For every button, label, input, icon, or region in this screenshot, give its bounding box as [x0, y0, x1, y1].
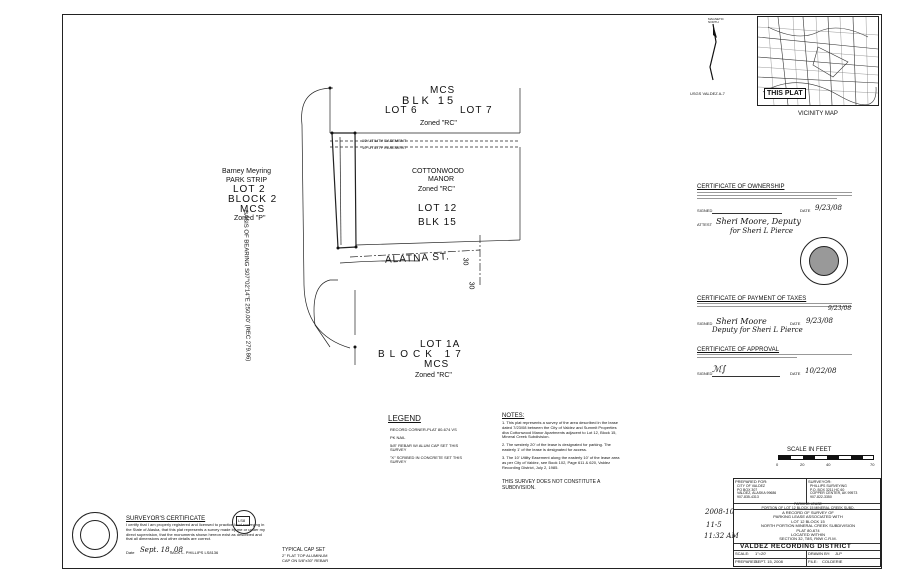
legend-title: LEGEND	[388, 414, 421, 423]
approval-title: CERTIFICATE OF APPROVAL	[697, 347, 780, 353]
file-label: FILE:	[808, 559, 818, 564]
prepared-label: PREPARED	[735, 559, 757, 564]
prepared-for: CITY OF VALDEZ PO BOX 307 VALDEZ, ALASKA…	[737, 484, 777, 499]
ownership-for: for Sheri L Pierce	[730, 227, 794, 235]
approval-signature: ℳ∫	[712, 365, 727, 375]
north-arrow-icon	[709, 23, 717, 81]
plan-text: PARKING LEASE PORTION OF LOT 12 BLOCK 15…	[761, 502, 855, 510]
scale-tick-1: 20	[800, 462, 805, 467]
approval-date: 10/22/08	[805, 367, 837, 375]
notes-title: NOTES:	[502, 413, 525, 419]
mcs-bottom-label: MCS	[424, 359, 450, 370]
taxes-title: CERTIFICATE OF PAYMENT OF TAXES	[697, 296, 807, 302]
surveyor-title: SURVEYOR'S CERTIFICATE	[126, 516, 206, 522]
ownership-title: CERTIFICATE OF OWNERSHIP	[697, 184, 785, 190]
lot2-label: LOT 2	[233, 184, 266, 195]
legend-item-1: RECORD CORNER-PLAT 80-674 VS	[390, 427, 457, 432]
vicinity-map-title: VICINITY MAP	[798, 111, 838, 117]
approval-date-label: DATE	[790, 371, 801, 376]
surveyor-seal	[72, 512, 118, 558]
ownership-date-label: DATE	[800, 208, 811, 213]
record-text: A RECORD OF SURVEY OF PARKING LEASE ASSO…	[761, 510, 855, 542]
title-block	[733, 478, 881, 567]
note-1: 1. This plat represents a survey of the …	[502, 420, 618, 440]
cap-sub-2: CAP ON 5/8"x30" REBAR	[282, 558, 329, 563]
vicinity-map-streets	[757, 16, 879, 106]
approval-signed-label: SIGNED	[697, 371, 713, 376]
recording-number: 2008-10	[705, 508, 735, 516]
zoned-p-label: Zoned "P"	[234, 215, 266, 222]
this-plat-label: THIS PLAT	[764, 88, 806, 99]
legend-item-2: PK NAIL	[390, 435, 406, 440]
blk15-label: BLK 15	[418, 217, 457, 228]
ownership-attest-label: ATTEST	[697, 222, 713, 227]
ownership-signed-label: SIGNED	[697, 208, 713, 213]
surveyor-date: Sept. 18, 08	[140, 546, 183, 554]
taxes-deputy: Deputy for Sheri L Pierce	[712, 326, 803, 334]
manor-label: MANOR	[428, 176, 455, 183]
surveyor-name: JACK L. PHILLIPS LS8136	[170, 550, 219, 555]
block2-label: BLOCK 2	[228, 194, 278, 205]
lot7-label: LOT 7	[460, 105, 493, 116]
scale-label: SCALE:	[735, 551, 750, 556]
surveyor-firm: PHILLIPS SURVEYING P.O. BOX 3211 HC 60 C…	[810, 484, 858, 499]
street-width-1: 30	[461, 257, 469, 266]
drawn-label: DRAWN BY:	[808, 551, 831, 556]
scale-tick-2: 40	[826, 462, 831, 467]
cap-sub-1: 2" FLAT TOP ALUMINUM	[282, 553, 328, 558]
lot6-label: LOT 6	[385, 105, 418, 116]
cap-title: TYPICAL CAP SET	[282, 547, 326, 553]
scale-bar	[778, 455, 874, 460]
cap-box: LS8	[236, 516, 250, 526]
city-seal	[800, 237, 848, 285]
park-strip-label: PARK STRIP	[226, 177, 268, 184]
drawn-value: JLP	[835, 551, 842, 556]
surveyor-text: I certify that I am properly registered …	[126, 522, 265, 542]
district-label: VALDEZ RECORDING DISTRICT	[740, 543, 852, 550]
barney-label: Barney Meyring	[222, 168, 272, 175]
zoned-rc-label-2: Zoned "RC"	[418, 186, 455, 193]
taxes-signature: Sheri Moore	[716, 317, 767, 326]
recording-line-2: 11-5	[706, 521, 722, 529]
cap-icon	[232, 510, 256, 534]
blk15-top-label: BLK 15	[402, 95, 457, 107]
note-3: 3. The 10' Utility Easement along the ea…	[502, 455, 620, 470]
mcs-left-label: MCS	[240, 204, 266, 215]
note-2: 2. The westerly 20' of the lease is desi…	[502, 442, 611, 452]
zoned-rc-label-1: Zoned "RC"	[420, 120, 457, 127]
surveyor-label: SURVEYOR:	[808, 479, 832, 484]
scale-title: SCALE IN FEET	[787, 447, 832, 453]
utility-easement-label-1: 10' UTILITY EASEMENT	[362, 138, 407, 143]
file-value: COLDERIE	[822, 559, 843, 564]
legend-item-3: 5/8" REBAR W/ ALUM CAP SET THIS SURVEY	[390, 443, 459, 452]
cap-text: LS8	[238, 518, 246, 523]
taxes-signed-label: SIGNED	[697, 321, 713, 326]
surveyor-date-label: Date	[126, 550, 135, 555]
prepared-value: SEPT. 15, 2008	[755, 559, 783, 564]
magnetic-north-label: MAGNETIC NORTH	[708, 17, 724, 24]
ownership-signature: Sheri Moore, Deputy	[716, 217, 801, 226]
cottonwood-label: COTTONWOOD	[412, 168, 464, 175]
recording-line-3: 11:32 AM	[704, 532, 739, 540]
legend-item-4: "X" SCRIBED IN CONCRETE SET THIS SURVEY	[390, 455, 463, 464]
street-width-2: 30	[467, 281, 475, 290]
scale-tick-0: 0	[776, 462, 779, 467]
block17-label: BLOCK 17	[378, 349, 466, 360]
lot1a-label: LOT 1A	[420, 339, 461, 350]
prepared-for-label: PREPARED FOR:	[735, 479, 768, 484]
taxes-date-2: 9/23/08	[806, 317, 833, 325]
utility-easement-label-2: 10' UTILITY EASEMENT	[362, 145, 407, 150]
ownership-date: 9/23/08	[815, 204, 842, 212]
taxes-date-label: DATE	[790, 321, 801, 326]
plat-sheet	[62, 14, 882, 569]
usgs-label: USGS VALDEZ A-7	[690, 91, 725, 96]
scale-tick-3: 70	[870, 462, 875, 467]
zoned-rc-label-3: Zoned "RC"	[415, 372, 452, 379]
scale-value: 1"=20'	[755, 551, 767, 556]
taxes-date-1: 9/23/08	[828, 305, 852, 312]
survey-note: THIS SURVEY DOES NOT CONSTITUTE A SUBDIV…	[502, 479, 601, 491]
lot12-label: LOT 12	[418, 203, 458, 214]
plat-drawing	[301, 86, 521, 365]
mcs-top-label: MCS	[430, 85, 456, 96]
